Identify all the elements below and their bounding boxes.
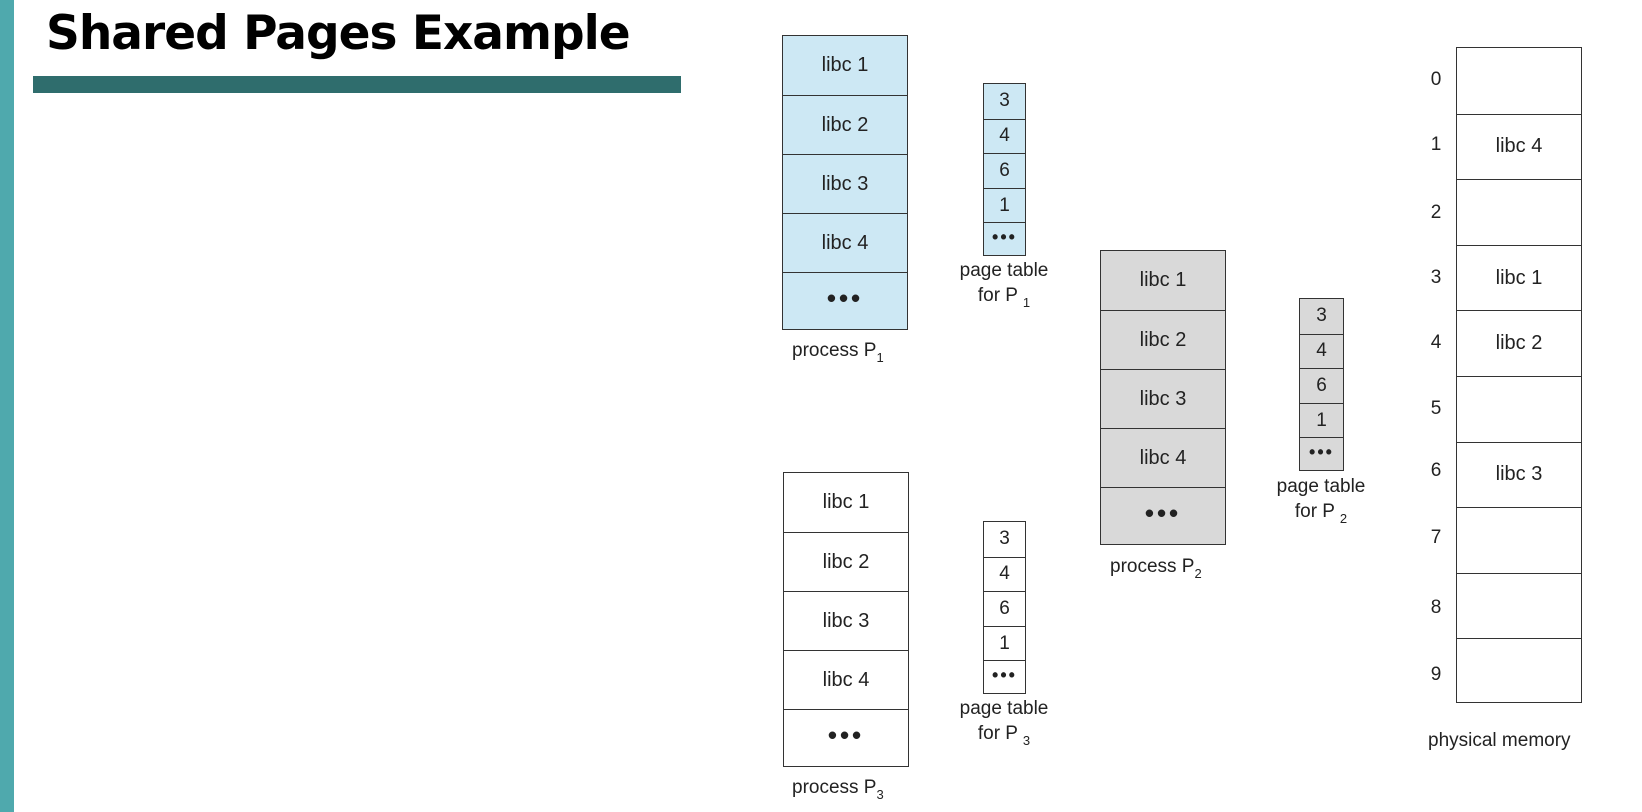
process-p1-stack: libc 1 libc 2 libc 3 libc 4 ••• — [782, 35, 908, 330]
pt3-label-line2-subscript: 3 — [1022, 733, 1031, 748]
process-p2-stack: libc 1 libc 2 libc 3 libc 4 ••• — [1100, 250, 1226, 545]
frame-2 — [1457, 179, 1581, 245]
p1-cell-libc1: libc 1 — [821, 54, 869, 76]
pt1-label-line2: for P 1 — [944, 283, 1064, 310]
pt2-entry-1: 4 — [1300, 333, 1343, 369]
process-p2-label-subscript: 2 — [1194, 566, 1202, 581]
pt2-entry-0: 3 — [1316, 305, 1327, 327]
frame-6: libc 3 — [1457, 441, 1581, 508]
pt1-entry-2: 6 — [984, 153, 1025, 188]
process-p2-label: process P2 — [1110, 556, 1202, 581]
pt1-entry-1: 4 — [984, 118, 1025, 154]
frame-index-3: 3 — [1430, 267, 1442, 288]
pt1-label-line2-text: for P — [977, 285, 1018, 306]
p3-cell-libc4: libc 4 — [784, 650, 908, 709]
pt1-entry-0: 3 — [999, 90, 1010, 112]
frame-index-8: 8 — [1430, 597, 1442, 618]
pt2-label-line2-text: for P — [1294, 501, 1335, 522]
frame-index-2: 2 — [1430, 202, 1442, 223]
process-p2-label-text: process P — [1110, 556, 1195, 577]
p2-cell-libc4: libc 4 — [1101, 428, 1225, 487]
process-p1-label: process P1 — [792, 340, 884, 365]
frame-3: libc 1 — [1457, 244, 1581, 311]
pt3-entry-3: 1 — [984, 625, 1025, 661]
pt2-label-line2: for P 2 — [1261, 499, 1381, 526]
pt3-label-line1: page table — [959, 698, 1049, 719]
frame-5 — [1457, 376, 1581, 442]
p2-cell-ellipsis: ••• — [1101, 487, 1225, 546]
process-p3-label-text: process P — [792, 777, 877, 798]
frame-4: libc 2 — [1457, 310, 1581, 376]
process-p1-label-text: process P — [792, 340, 877, 361]
pt2-entry-ellipsis: ••• — [1300, 437, 1343, 472]
p3-cell-libc2: libc 2 — [784, 532, 908, 591]
pt2-entry-3: 1 — [1300, 402, 1343, 438]
p3-cell-ellipsis: ••• — [784, 709, 908, 768]
p1-cell-libc4: libc 4 — [783, 213, 907, 272]
pt2-label-line1: page table — [1276, 476, 1366, 497]
title-underline-rule — [33, 76, 681, 93]
process-p3-label-subscript: 3 — [876, 787, 884, 802]
p2-cell-libc1: libc 1 — [1139, 269, 1187, 291]
p3-cell-libc3: libc 3 — [784, 591, 908, 650]
left-accent-bar — [0, 0, 14, 812]
p1-cell-libc3: libc 3 — [783, 154, 907, 213]
frame-index-4: 4 — [1430, 332, 1442, 353]
frame-index-0: 0 — [1430, 69, 1442, 90]
page-table-p1-label: page table for P 1 — [944, 258, 1064, 310]
page-table-p2-label: page table for P 2 — [1261, 474, 1381, 526]
frame-9 — [1457, 638, 1581, 704]
physical-memory-stack: libc 4 libc 1 libc 2 libc 3 — [1456, 47, 1582, 703]
page-table-p3: 3 4 6 1 ••• — [983, 521, 1026, 694]
frame-index-1: 1 — [1430, 134, 1442, 155]
process-p3-label: process P3 — [792, 777, 884, 802]
process-p3-stack: libc 1 libc 2 libc 3 libc 4 ••• — [783, 472, 909, 767]
pt3-entry-1: 4 — [984, 556, 1025, 592]
p1-cell-libc2: libc 2 — [783, 95, 907, 154]
page-table-p2: 3 4 6 1 ••• — [1299, 298, 1344, 471]
frame-0 — [1457, 48, 1581, 114]
p2-cell-libc3: libc 3 — [1101, 369, 1225, 428]
frame-1: libc 4 — [1457, 113, 1581, 180]
page-table-p1: 3 4 6 1 ••• — [983, 83, 1026, 256]
p2-cell-libc2: libc 2 — [1101, 310, 1225, 369]
pt1-label-line2-subscript: 1 — [1022, 295, 1031, 310]
process-p1-label-subscript: 1 — [876, 350, 884, 365]
pt3-entry-0: 3 — [999, 528, 1010, 550]
p1-cell-ellipsis: ••• — [783, 272, 907, 331]
slide-title: Shared Pages Example — [46, 6, 631, 61]
frame-7 — [1457, 507, 1581, 573]
frame-index-5: 5 — [1430, 398, 1442, 419]
page-table-p3-label: page table for P 3 — [944, 696, 1064, 748]
frame-index-6: 6 — [1430, 460, 1442, 481]
frame-index-9: 9 — [1430, 664, 1442, 685]
physical-memory-label: physical memory — [1428, 730, 1571, 751]
p3-cell-libc1: libc 1 — [822, 491, 870, 513]
frame-index-7: 7 — [1430, 527, 1442, 548]
pt2-label-line2-subscript: 2 — [1339, 511, 1348, 526]
pt2-entry-2: 6 — [1300, 368, 1343, 403]
pt1-entry-3: 1 — [984, 187, 1025, 223]
frame-8 — [1457, 572, 1581, 639]
pt3-label-line2-text: for P — [977, 723, 1018, 744]
pt3-entry-ellipsis: ••• — [984, 660, 1025, 695]
pt3-label-line2: for P 3 — [944, 721, 1064, 748]
pt1-label-line1: page table — [959, 260, 1049, 281]
pt1-entry-ellipsis: ••• — [984, 222, 1025, 257]
pt3-entry-2: 6 — [984, 591, 1025, 626]
